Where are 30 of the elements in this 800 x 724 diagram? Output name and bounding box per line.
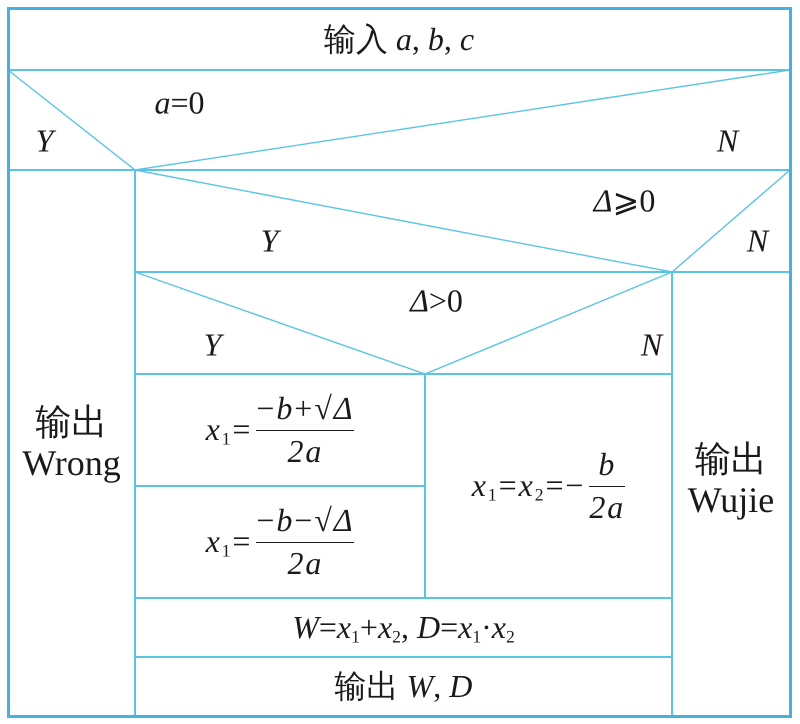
formula-text: x$_{1}$=x$_{2}$=− bbox=[472, 466, 586, 506]
statement-text: 输入 a, b, c bbox=[324, 20, 474, 58]
condition-text: Δ⩾0 bbox=[594, 182, 656, 218]
process-box bbox=[134, 656, 673, 717]
formula-text: x$_{1}$= bbox=[206, 522, 252, 562]
process-box bbox=[134, 597, 673, 658]
process-box bbox=[134, 485, 426, 599]
formula-text: x$_{1}$= bbox=[206, 410, 252, 450]
branch-label: N bbox=[746, 222, 768, 258]
condition-text: a=0 bbox=[154, 84, 205, 120]
statement-text: 输出 W, D bbox=[334, 668, 472, 705]
fraction-numerator: −b+√Δ bbox=[256, 390, 354, 427]
statement-text: 输出 Wrong bbox=[21, 402, 122, 484]
decision-block bbox=[7, 69, 791, 171]
decision-block bbox=[134, 271, 673, 375]
fraction-numerator: −b−√Δ bbox=[256, 502, 354, 539]
process-box bbox=[424, 373, 673, 599]
process-box bbox=[7, 169, 136, 717]
branch-label: N bbox=[640, 326, 662, 362]
decision-block bbox=[134, 169, 791, 273]
fraction-denominator: 2a bbox=[589, 489, 626, 526]
fraction-denominator: 2a bbox=[287, 545, 324, 582]
statement-text: W=x$_{1}$+x$_{2}$, D=x$_{1}$·x$_{2}$ bbox=[292, 608, 515, 646]
fraction-denominator: 2a bbox=[287, 433, 324, 470]
process-box bbox=[671, 271, 791, 717]
branch-label: N bbox=[716, 122, 738, 158]
statement-text: 输出 Wujie bbox=[686, 438, 776, 522]
condition-text: Δ>0 bbox=[410, 282, 463, 318]
fraction-numerator: b bbox=[598, 446, 616, 483]
process-box bbox=[134, 373, 426, 487]
